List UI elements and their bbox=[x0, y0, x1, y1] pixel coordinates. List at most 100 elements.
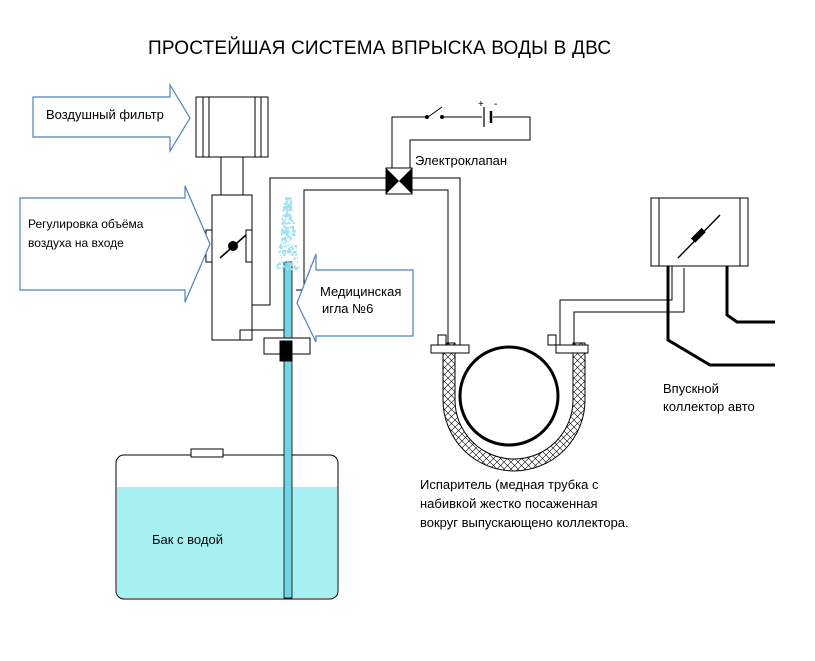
spray-droplet bbox=[286, 197, 289, 200]
spray-droplet bbox=[286, 260, 289, 263]
label-air-volume-1: Регулировка объёма bbox=[28, 217, 144, 231]
spray-droplet bbox=[280, 242, 282, 244]
spray-droplet bbox=[283, 225, 287, 228]
spray-droplet bbox=[296, 248, 298, 250]
spray-droplet bbox=[279, 251, 282, 254]
spray-droplet bbox=[287, 222, 289, 224]
spray-droplet bbox=[284, 252, 286, 254]
spray-droplet bbox=[289, 236, 292, 239]
spray-droplet bbox=[290, 245, 294, 249]
throttle-valve-icon bbox=[219, 234, 247, 259]
spray-droplet bbox=[282, 268, 284, 270]
spray-droplet bbox=[297, 254, 299, 256]
spray-droplet bbox=[295, 253, 298, 256]
spray-droplet bbox=[287, 234, 290, 238]
spray-droplet bbox=[281, 232, 283, 234]
spray-droplet bbox=[290, 219, 294, 223]
spray-droplet bbox=[281, 244, 283, 246]
spray-droplet bbox=[285, 201, 288, 204]
spray-droplet bbox=[285, 228, 288, 231]
spray-droplet bbox=[290, 231, 292, 234]
spray-droplet bbox=[276, 263, 279, 267]
label-evaporator-1: Испаритель (медная трубка с bbox=[420, 477, 599, 492]
needle-tube bbox=[283, 261, 293, 599]
spray-droplet bbox=[288, 222, 291, 225]
spray-droplet bbox=[289, 246, 291, 248]
spray-droplet bbox=[285, 222, 288, 225]
spray-droplet bbox=[287, 230, 290, 234]
spray-droplet bbox=[289, 198, 291, 200]
spray-droplet bbox=[280, 256, 283, 259]
spray-droplet bbox=[286, 266, 288, 268]
spray-droplet bbox=[287, 199, 289, 201]
spray-droplet bbox=[287, 209, 289, 212]
spray-droplet bbox=[283, 222, 286, 224]
spray-droplet bbox=[280, 233, 283, 236]
spray-droplet bbox=[292, 221, 295, 225]
spray-droplet bbox=[292, 251, 295, 255]
spray-droplet bbox=[292, 228, 295, 232]
spray-droplet bbox=[288, 215, 290, 218]
spray-droplet bbox=[289, 233, 291, 235]
spray-droplet bbox=[281, 237, 285, 241]
spray-droplet bbox=[293, 257, 296, 261]
spray-droplet bbox=[288, 261, 291, 264]
spray-droplet bbox=[292, 233, 296, 237]
spray-droplet bbox=[283, 210, 285, 212]
spray-droplet bbox=[290, 260, 292, 262]
spray-droplet bbox=[294, 250, 297, 254]
spray-droplet bbox=[291, 226, 294, 228]
spray-droplet bbox=[284, 238, 286, 240]
spray-droplet bbox=[289, 238, 292, 241]
spray-droplet bbox=[285, 199, 287, 201]
spray-droplet bbox=[294, 268, 298, 271]
spray-droplet bbox=[289, 200, 293, 203]
air-filter bbox=[195, 96, 269, 158]
spray-droplet bbox=[282, 265, 285, 268]
water-line-pipe bbox=[412, 177, 461, 345]
spray-droplet bbox=[284, 249, 286, 251]
spray-droplet bbox=[287, 213, 290, 216]
spray-droplet bbox=[285, 207, 288, 210]
spray-droplet bbox=[281, 251, 284, 254]
callout-air-volume bbox=[19, 185, 211, 303]
spray-droplet bbox=[296, 257, 299, 260]
spray-droplet bbox=[278, 262, 281, 266]
page-title: ПРОСТЕЙШАЯ СИСТЕМА ВПРЫСКА ВОДЫ В ДВС bbox=[148, 38, 612, 59]
spray-droplet bbox=[286, 202, 288, 204]
spray-droplet bbox=[284, 232, 286, 234]
spray-droplet bbox=[285, 233, 288, 236]
label-evaporator-2: набивкой жестко посаженная bbox=[420, 496, 598, 511]
label-air-volume-2: воздуха на входе bbox=[28, 236, 124, 250]
spray-droplet bbox=[287, 237, 289, 239]
spray-mist bbox=[276, 196, 299, 271]
spray-droplet bbox=[283, 215, 286, 217]
spray-droplet bbox=[284, 245, 287, 248]
spray-droplet bbox=[287, 244, 289, 246]
spray-droplet bbox=[287, 247, 291, 250]
spray-droplet bbox=[291, 247, 295, 251]
label-needle-2: игла №6 bbox=[322, 301, 374, 316]
spray-droplet bbox=[294, 238, 296, 240]
spray-droplet bbox=[285, 242, 287, 245]
tank-cap bbox=[190, 448, 224, 458]
electric-circuit bbox=[391, 106, 531, 168]
spray-droplet bbox=[296, 266, 298, 269]
spray-droplet bbox=[281, 217, 284, 220]
spray-droplet bbox=[288, 241, 290, 243]
label-solenoid-valve: Электроклапан bbox=[415, 153, 508, 168]
spray-droplet bbox=[283, 261, 286, 263]
spray-droplet bbox=[286, 259, 288, 261]
spray-droplet bbox=[277, 266, 280, 270]
spray-droplet bbox=[289, 214, 292, 217]
spray-droplet bbox=[281, 218, 284, 221]
spray-droplet bbox=[282, 253, 285, 256]
spray-droplet bbox=[287, 266, 289, 268]
spray-droplet bbox=[283, 241, 285, 244]
spray-droplet bbox=[287, 252, 289, 254]
callout-needle bbox=[296, 253, 414, 343]
spray-droplet bbox=[284, 206, 286, 208]
spray-droplet bbox=[296, 261, 299, 263]
spray-droplet bbox=[289, 243, 292, 245]
